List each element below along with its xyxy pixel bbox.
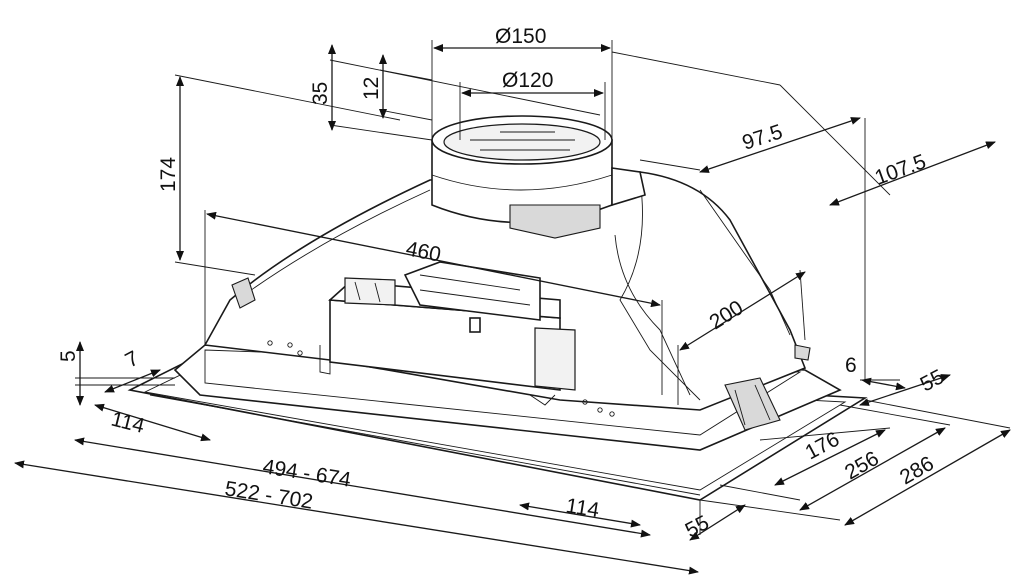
dim-collar-35: 35 bbox=[309, 82, 332, 105]
dim-depth-256: 256 bbox=[841, 447, 883, 484]
dim-lip-7: 7 bbox=[122, 347, 143, 373]
dim-offset-97-5: 97.5 bbox=[739, 120, 785, 155]
dim-inset-114-right: 114 bbox=[564, 494, 601, 522]
dim-collar-12: 12 bbox=[360, 77, 383, 100]
dimension-arrows bbox=[14, 44, 1011, 575]
dim-height-174: 174 bbox=[157, 157, 180, 192]
dim-duct-outer: Ø150 bbox=[495, 25, 546, 48]
dim-lip-6: 6 bbox=[845, 354, 857, 377]
dim-offset-107-5: 107.5 bbox=[872, 150, 929, 190]
dim-edge-55-front: 55 bbox=[682, 511, 713, 542]
dimension-labels: Ø150 Ø120 35 12 174 97.5 107.5 460 200 5… bbox=[57, 25, 948, 542]
dim-duct-inner: Ø120 bbox=[502, 69, 553, 92]
dim-inset-114-left: 114 bbox=[109, 408, 147, 438]
hood-unit bbox=[127, 115, 868, 501]
dim-edge-55-right: 55 bbox=[917, 365, 948, 396]
dim-lip-5: 5 bbox=[57, 350, 80, 362]
front-details bbox=[267, 340, 615, 417]
dim-depth-286: 286 bbox=[896, 452, 938, 489]
